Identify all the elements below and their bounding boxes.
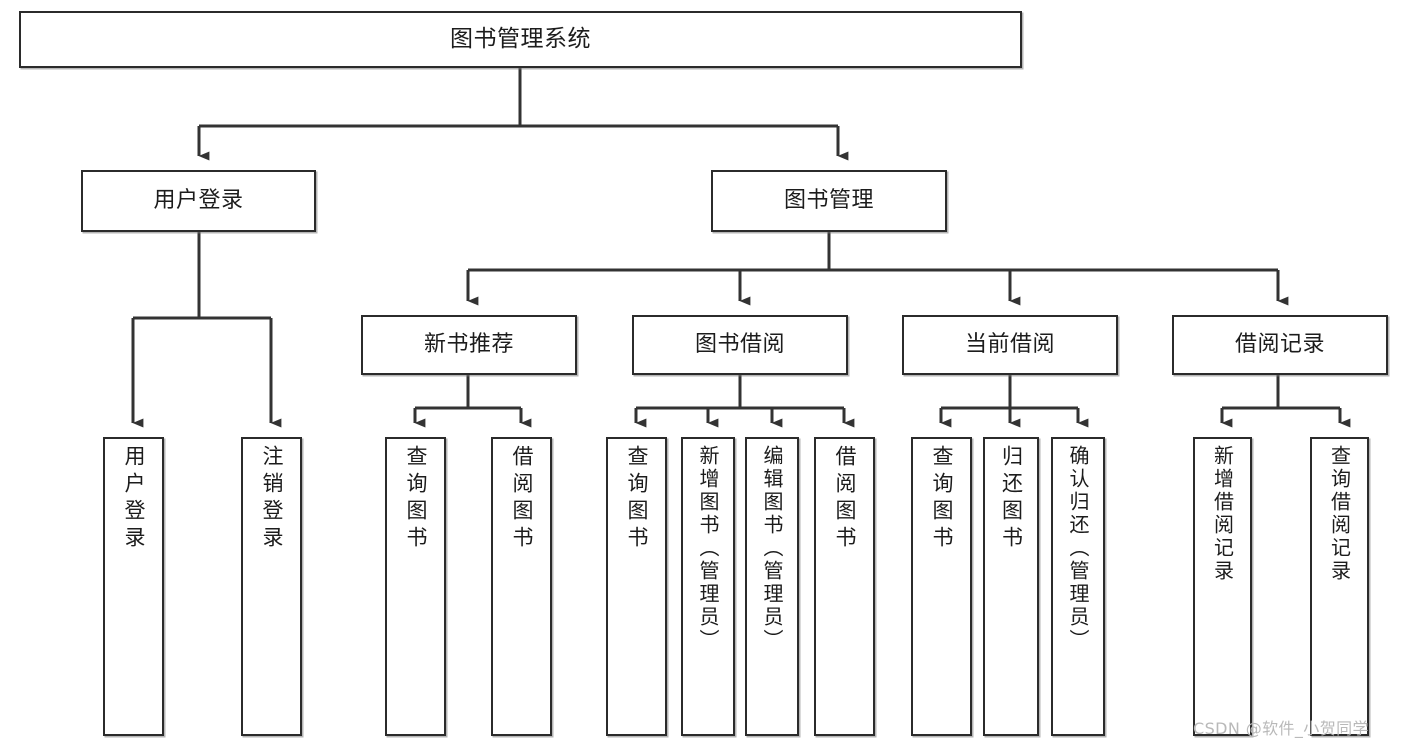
node-label: 用户登录 xyxy=(122,445,146,553)
leaf-book-borrow-borrow[interactable]: 借阅图书 xyxy=(814,437,875,736)
node-label: 图书管理 xyxy=(783,188,874,214)
node-new-book-recommend[interactable]: 新书推荐 xyxy=(361,315,577,375)
node-user-login[interactable]: 用户登录 xyxy=(81,170,316,232)
node-label: 图书借阅 xyxy=(694,332,785,358)
leaf-user-login-logout[interactable]: 注销登录 xyxy=(241,437,302,736)
node-label: 新书推荐 xyxy=(423,332,514,358)
node-label: 借阅图书 xyxy=(833,445,857,553)
node-label: 查询借阅记录 xyxy=(1327,445,1352,583)
node-label: 编辑图书（管理员） xyxy=(760,445,784,652)
leaf-borrow-record-add[interactable]: 新增借阅记录 xyxy=(1193,437,1252,736)
leaf-book-borrow-query[interactable]: 查询图书 xyxy=(606,437,667,736)
node-label: 确认归还（管理员） xyxy=(1066,445,1090,652)
node-root-system[interactable]: 图书管理系统 xyxy=(19,11,1022,68)
leaf-current-borrow-query[interactable]: 查询图书 xyxy=(911,437,972,736)
node-label: 注销登录 xyxy=(260,445,284,553)
node-label: 查询图书 xyxy=(625,445,649,553)
node-label: 新增借阅记录 xyxy=(1210,445,1235,583)
node-book-management[interactable]: 图书管理 xyxy=(711,170,947,232)
leaf-borrow-record-query[interactable]: 查询借阅记录 xyxy=(1310,437,1369,736)
node-label: 查询图书 xyxy=(404,445,428,553)
leaf-new-book-query[interactable]: 查询图书 xyxy=(385,437,446,736)
leaf-current-borrow-confirm-admin[interactable]: 确认归还（管理员） xyxy=(1051,437,1105,736)
node-label: 归还图书 xyxy=(999,445,1024,553)
node-label: 图书管理系统 xyxy=(450,25,591,52)
node-label: 用户登录 xyxy=(153,188,244,214)
leaf-new-book-borrow[interactable]: 借阅图书 xyxy=(491,437,552,736)
leaf-book-borrow-edit-admin[interactable]: 编辑图书（管理员） xyxy=(745,437,799,736)
node-label: 当前借阅 xyxy=(964,332,1055,358)
node-book-borrow[interactable]: 图书借阅 xyxy=(632,315,848,375)
node-label: 新增图书（管理员） xyxy=(696,445,720,652)
leaf-book-borrow-add-admin[interactable]: 新增图书（管理员） xyxy=(681,437,735,736)
node-label: 借阅图书 xyxy=(510,445,534,553)
leaf-user-login-login[interactable]: 用户登录 xyxy=(103,437,164,736)
node-label: 查询图书 xyxy=(930,445,954,553)
leaf-current-borrow-return[interactable]: 归还图书 xyxy=(983,437,1039,736)
node-borrow-record[interactable]: 借阅记录 xyxy=(1172,315,1388,375)
node-label: 借阅记录 xyxy=(1234,332,1325,358)
node-current-borrow[interactable]: 当前借阅 xyxy=(902,315,1118,375)
